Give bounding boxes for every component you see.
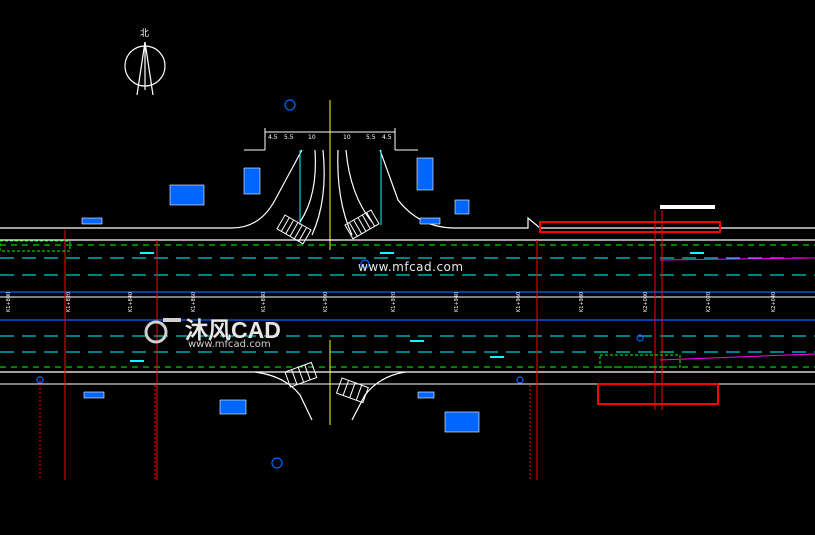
station-label: K2+040 (771, 292, 777, 312)
station-label: K2+000 (643, 292, 649, 312)
south-branch (254, 340, 406, 425)
station-label: K2+020 (706, 292, 712, 312)
station-labels: K1+800 K1+820 K1+840 K1+860 K1+880 K1+90… (6, 292, 777, 312)
station-label: K1+840 (128, 292, 134, 312)
watermark-logo-icon (144, 318, 181, 344)
watermark-brand: 沐风CAD (185, 317, 281, 343)
north-label: 北 (140, 29, 150, 39)
marker-icon (36, 99, 644, 469)
north-branch (0, 100, 815, 250)
station-label: K1+940 (454, 292, 460, 312)
station-label: K1+980 (579, 292, 585, 312)
station-block (0, 205, 721, 405)
dim-label: 4.5 (268, 134, 278, 141)
north-arrow-icon (124, 41, 166, 96)
station-label: K1+920 (391, 292, 397, 312)
dim-label: 5.5 (366, 134, 376, 141)
station-label: K1+880 (261, 292, 267, 312)
watermark-sub: www.mfcad.com (188, 339, 271, 350)
dim-label: 10 (308, 134, 316, 141)
watermark-site: www.mfcad.com (358, 260, 464, 274)
dim-label: 5.5 (284, 134, 294, 141)
station-lines (39, 210, 663, 480)
crosswalk-icon (276, 209, 380, 404)
station-label: K1+860 (191, 292, 197, 312)
station-label: K1+900 (323, 292, 329, 312)
station-label: K1+960 (516, 292, 522, 312)
traffic-sign-icon (81, 157, 480, 433)
dim-label: 4.5 (382, 134, 392, 141)
dim-label: 10 (343, 134, 351, 141)
dimension-labels: 4.5 5.5 10 10 5.5 4.5 (268, 134, 392, 141)
station-label: K1+800 (6, 292, 12, 312)
station-label: K1+820 (66, 292, 72, 312)
lane-arrow-icon (130, 252, 704, 362)
